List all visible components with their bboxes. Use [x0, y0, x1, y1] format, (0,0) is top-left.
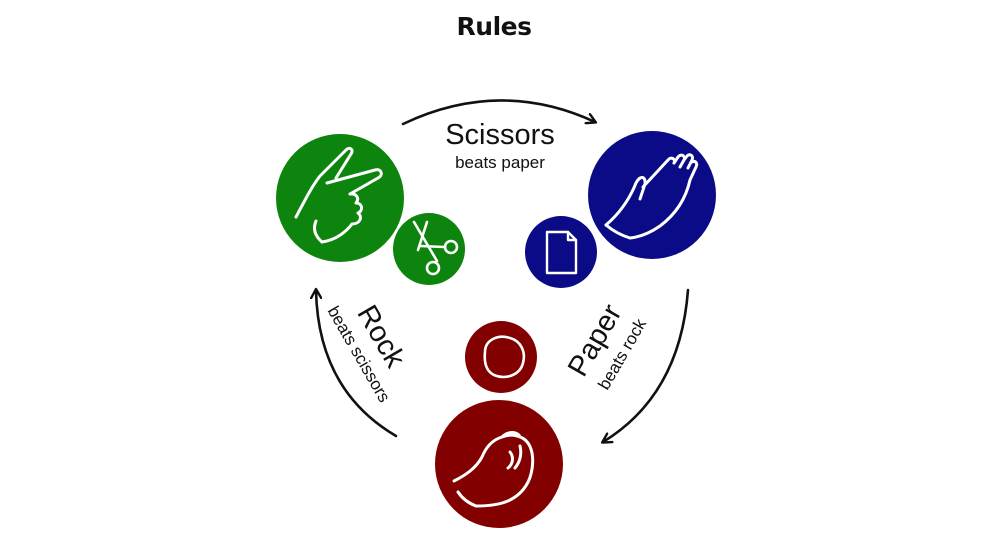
paper-group: Paper beats rock	[525, 131, 716, 393]
paper-symbol-circle	[525, 216, 597, 288]
rock-group: Rock beats scissors	[324, 300, 563, 528]
paper-hand-circle	[588, 131, 716, 259]
arrow-paper-to-rock	[603, 288, 690, 442]
rock-hand-circle	[435, 400, 563, 528]
page-title: Rules	[456, 12, 532, 41]
open-hand-icon	[604, 153, 699, 240]
fist-icon	[452, 431, 535, 508]
victory-hand-icon	[294, 146, 383, 244]
scissors-hand-circle	[276, 134, 404, 262]
stone-icon	[483, 335, 526, 379]
document-icon	[545, 230, 578, 275]
scissors-group: Scissors beats paper	[276, 119, 555, 285]
scissors-icon	[412, 220, 459, 276]
scissors-rule: beats paper	[455, 153, 545, 172]
arrow-rock-to-scissors	[316, 290, 398, 438]
rock-symbol-circle	[465, 321, 537, 393]
arrow-scissors-to-paper	[401, 99, 595, 126]
scissors-label: Scissors	[445, 119, 555, 151]
